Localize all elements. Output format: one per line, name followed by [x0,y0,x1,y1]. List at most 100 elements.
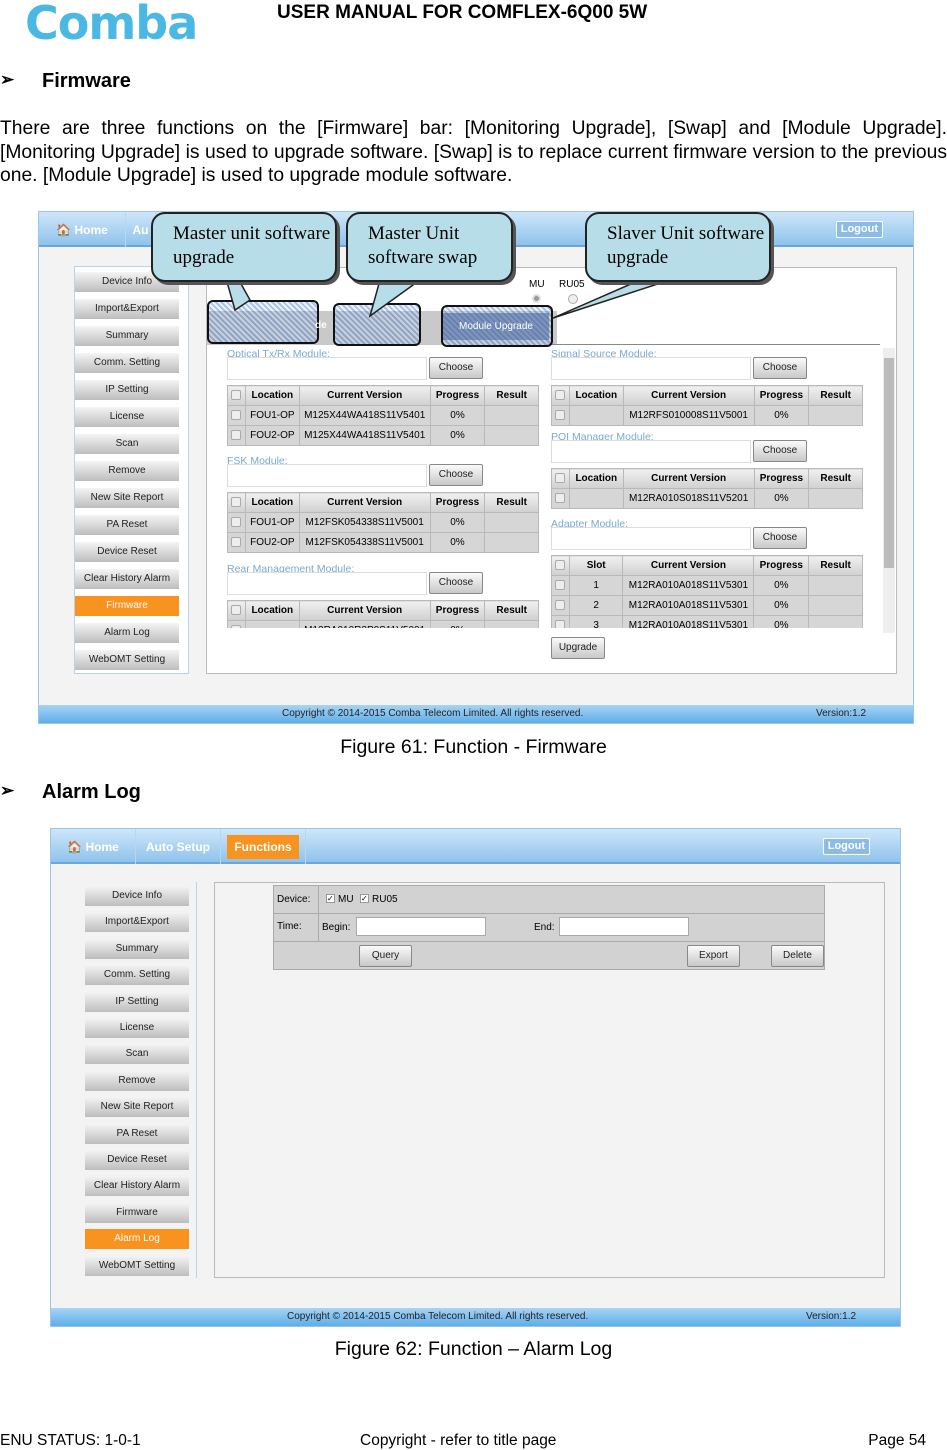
checkbox[interactable] [555,473,566,484]
checkbox[interactable] [231,517,242,528]
export-button[interactable]: Export [687,945,740,967]
header-checkbox[interactable] [227,600,246,621]
sidebar-item-comm-setting[interactable]: Comm. Setting [75,353,179,373]
poi-file-input[interactable] [551,440,751,463]
sidebar-item-ip-setting[interactable]: IP Setting [75,380,179,400]
sidebar-item-device-reset[interactable]: Device Reset [75,542,179,562]
checkbox-ru05[interactable]: ✓ [360,894,369,903]
checkbox[interactable] [555,493,566,504]
upgrade-button[interactable]: Upgrade [551,637,605,659]
radio-mu[interactable] [532,294,541,303]
checkbox[interactable] [231,390,242,401]
sidebar-item-license[interactable]: License [85,1018,189,1038]
header-checkbox[interactable] [227,492,246,513]
scrollbar[interactable] [883,348,895,633]
checkbox[interactable] [555,580,566,591]
sidebar-item-device-info[interactable]: Device Info [85,886,189,906]
sidebar-item-firmware[interactable]: Firmware [75,596,179,616]
table-cell: 0% [753,595,810,616]
rear-file-input[interactable] [227,572,427,595]
sidebar-item-import-export[interactable]: Import&Export [85,912,189,933]
query-button[interactable]: Query [359,945,412,967]
nav-functions[interactable]: Functions [221,829,306,864]
logout-button[interactable]: Logout [835,221,883,238]
row-checkbox[interactable] [227,620,246,628]
adapter-choose-button[interactable]: Choose [753,527,807,549]
checkbox[interactable] [231,430,242,441]
optical-file-input[interactable] [227,357,427,380]
poi-choose-button[interactable]: Choose [753,440,807,462]
table-cell [484,425,539,446]
nav-auto-setup[interactable]: Auto Setup [136,829,221,864]
sidebar-item-scan[interactable]: Scan [75,434,179,454]
table-cell [484,405,539,426]
sidebar-item-new-site-report[interactable]: New Site Report [85,1097,189,1118]
sidebar-item-device-info[interactable]: Device Info [75,272,179,292]
checkbox[interactable] [231,625,242,628]
sidebar-item-ip-setting[interactable]: IP Setting [85,991,189,1012]
sidebar-item-firmware[interactable]: Firmware [85,1202,189,1223]
adapter-file-input[interactable] [551,527,751,550]
optical-choose-button[interactable]: Choose [429,357,483,379]
checkbox[interactable] [555,600,566,611]
sidebar-item-summary[interactable]: Summary [75,326,179,346]
signal-choose-button[interactable]: Choose [753,357,807,379]
sidebar-item-pa-reset[interactable]: PA Reset [75,515,179,535]
sidebar-item-scan[interactable]: Scan [85,1044,189,1065]
checkbox[interactable] [555,620,566,628]
row-checkbox[interactable] [551,405,570,426]
row-checkbox[interactable] [551,488,570,509]
tab-module-upgrade[interactable]: Module Upgrade [443,313,549,340]
sidebar-item-alarm-log[interactable]: Alarm Log [85,1229,189,1250]
checkbox-mu[interactable]: ✓ [326,894,335,903]
header-checkbox[interactable] [227,385,246,406]
sidebar-item-import-export[interactable]: Import&Export [75,299,179,319]
sidebar-item-remove[interactable]: Remove [75,461,179,481]
sidebar-item-webomt-setting[interactable]: WebOMT Setting [75,650,179,670]
sidebar-item-pa-reset[interactable]: PA Reset [85,1123,189,1144]
sidebar-item-alarm-log[interactable]: Alarm Log [75,623,179,643]
nav-home[interactable]: 🏠 Home [51,829,136,864]
checkbox[interactable] [231,410,242,421]
header-checkbox[interactable] [551,555,570,576]
sidebar-item-device-reset[interactable]: Device Reset [85,1150,189,1170]
checkbox[interactable] [555,560,566,571]
signal-file-input[interactable] [551,357,751,380]
scrollbar-thumb[interactable] [884,358,894,568]
row-checkbox[interactable] [551,615,570,628]
sidebar-item-clear-history-alarm[interactable]: Clear History Alarm [85,1176,189,1197]
row-checkbox[interactable] [551,575,570,596]
sidebar-item-remove[interactable]: Remove [85,1070,189,1091]
sidebar-item-summary[interactable]: Summary [85,938,189,959]
sidebar-item-comm-setting[interactable]: Comm. Setting [85,965,189,986]
radio-ru05[interactable] [568,294,578,304]
fsk-file-input[interactable] [227,464,427,487]
checkbox[interactable] [555,390,566,401]
checkbox[interactable] [231,537,242,548]
row-checkbox[interactable] [227,425,246,446]
header-checkbox[interactable] [551,468,570,489]
end-input[interactable] [559,917,689,936]
tab-swap-label[interactable]: de [315,320,327,331]
begin-input[interactable] [356,917,486,936]
logout-button[interactable]: Logout [822,838,870,855]
row-checkbox[interactable] [227,532,246,553]
sidebar-item-clear-history-alarm[interactable]: Clear History Alarm [75,569,179,589]
row-checkbox[interactable] [227,405,246,426]
nav-home[interactable]: 🏠 Home [39,212,126,247]
row-checkbox[interactable] [227,512,246,533]
row-checkbox[interactable] [551,595,570,616]
rear-choose-button[interactable]: Choose [429,572,483,594]
sidebar-item-license[interactable]: License [75,407,179,427]
delete-button[interactable]: Delete [771,945,824,967]
sidebar-item-webomt-setting[interactable]: WebOMT Setting [85,1255,189,1276]
sidebar-item-new-site-report[interactable]: New Site Report [75,488,179,508]
checkbox[interactable] [555,410,566,421]
arrow-bullet-icon: ➢ [0,781,15,800]
fsk-choose-button[interactable]: Choose [429,464,483,486]
checkbox[interactable] [231,605,242,616]
header-checkbox[interactable] [551,385,570,406]
checkbox[interactable] [231,497,242,508]
